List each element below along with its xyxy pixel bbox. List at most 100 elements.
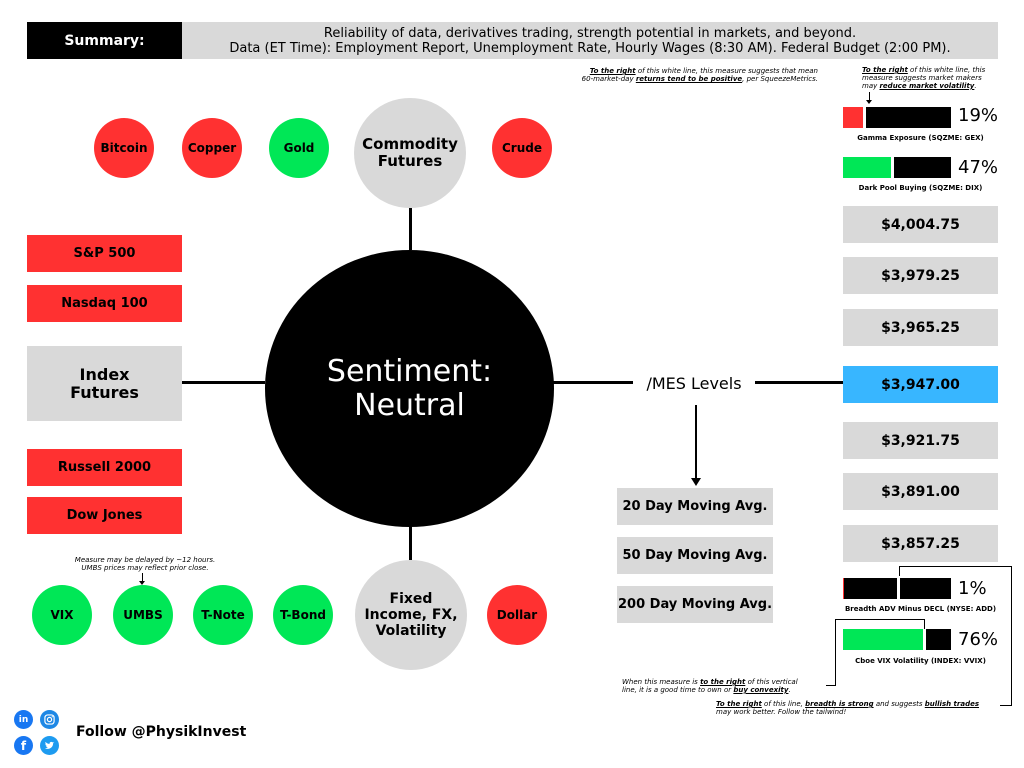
sentiment-circle: Sentiment: Neutral	[265, 250, 554, 527]
sentiment-value: Neutral	[354, 387, 465, 423]
ma-50-box: 50 Day Moving Avg.	[617, 537, 773, 574]
umbs-arrow-head-icon	[139, 581, 145, 585]
connector-mes-to-level	[755, 381, 843, 384]
crude-circle: Crude	[492, 118, 552, 178]
umbs-arrow-line	[142, 573, 143, 583]
add-gauge-fill	[843, 578, 845, 599]
add-gauge-track	[843, 578, 951, 599]
russell2000-box: Russell 2000	[27, 449, 182, 486]
facebook-icon[interactable]: f	[14, 736, 33, 755]
commodity-hub-line-1: Commodity	[362, 135, 458, 153]
gold-circle: Gold	[269, 118, 329, 178]
gex-note: To the right of this white line, this me…	[862, 66, 1002, 90]
gex-gauge-fill	[843, 107, 864, 128]
umbs-circle: UMBS	[113, 585, 173, 645]
fixed-hub-line-2: Income, FX,	[364, 607, 458, 623]
ma-200-box: 200 Day Moving Avg.	[617, 586, 773, 623]
commodity-hub: Commodity Futures	[354, 98, 466, 208]
connector-bottom	[409, 526, 412, 560]
note-text: .	[974, 82, 977, 90]
connector-right	[553, 381, 633, 384]
note-em: to the right	[700, 678, 746, 686]
note-em: To the right	[716, 700, 762, 708]
level-box: $3,921.75	[843, 422, 998, 459]
gex-threshold-line	[863, 107, 866, 128]
nasdaq100-box: Nasdaq 100	[27, 285, 182, 322]
note-text: 60-market-day	[581, 75, 636, 83]
gex-percent: 19%	[958, 105, 999, 126]
add-bracket-stem	[899, 566, 900, 576]
sentiment-title: Sentiment:	[326, 353, 493, 389]
vvix-bracket-stem	[924, 619, 925, 629]
dix-note: To the right of this white line, this me…	[560, 67, 818, 83]
note-text: of this line,	[761, 700, 806, 708]
note-text: and suggests	[873, 700, 925, 708]
add-note: To the right of this line, breadth is st…	[716, 700, 1002, 716]
vvix-bracket-bottom	[826, 685, 836, 686]
note-text: may work better. Follow the tailwind!	[716, 708, 847, 716]
note-text: , per SqueezeMetrics.	[742, 75, 818, 83]
gex-note-arrow-line	[869, 92, 870, 102]
gex-label: Gamma Exposure (SQZME: GEX)	[857, 134, 984, 142]
dollar-circle: Dollar	[487, 585, 547, 645]
add-bracket-top	[899, 566, 1011, 567]
note-em: To the right	[862, 66, 908, 74]
vvix-gauge-fill	[843, 629, 926, 650]
umbs-note-line-1: Measure may be delayed by ~12 hours.	[74, 556, 216, 564]
level-box: $3,965.25	[843, 309, 998, 346]
dix-label: Dark Pool Buying (SQZME: DIX)	[858, 184, 983, 192]
mes-levels-label: /MES Levels	[646, 373, 742, 393]
arrow-down-head-icon	[691, 478, 701, 486]
add-label: Breadth ADV Minus DECL (NYSE: ADD)	[844, 605, 997, 613]
add-bracket-side	[1011, 566, 1012, 706]
commodity-hub-line-2: Futures	[377, 152, 443, 170]
vvix-note: When this measure is to the right of thi…	[622, 678, 827, 694]
level-box: $3,857.25	[843, 525, 998, 562]
vvix-threshold-line	[923, 629, 926, 650]
gex-note-arrow-head-icon	[866, 100, 872, 104]
note-text: of this white line, this measure suggest…	[635, 67, 818, 75]
note-text: of this white line, this	[907, 66, 986, 74]
vvix-gauge-track	[843, 629, 951, 650]
note-em: returns tend to be positive	[635, 75, 743, 83]
summary-text: Reliability of data, derivatives trading…	[182, 22, 998, 59]
add-bracket-bottom	[1000, 705, 1012, 706]
note-text: measure suggests market makers	[862, 74, 982, 82]
bitcoin-circle: Bitcoin	[94, 118, 154, 178]
add-percent: 1%	[958, 578, 987, 599]
note-em: To the right	[589, 67, 636, 75]
dix-percent: 47%	[958, 157, 999, 178]
tbond-circle: T-Bond	[273, 585, 333, 645]
umbs-note: Measure may be delayed by ~12 hours. UMB…	[55, 556, 235, 572]
fixed-hub-line-1: Fixed	[389, 591, 433, 607]
summary-line-1: Reliability of data, derivatives trading…	[323, 25, 857, 41]
fixed-income-hub: Fixed Income, FX, Volatility	[355, 560, 467, 670]
tnote-circle: T-Note	[193, 585, 253, 645]
note-text: .	[788, 686, 791, 694]
fixed-hub-line-3: Volatility	[375, 623, 447, 639]
arrow-down-line	[695, 405, 697, 480]
note-text: line, it is a good time to own or	[622, 686, 734, 694]
instagram-icon[interactable]	[40, 710, 59, 729]
note-text: of this vertical	[745, 678, 798, 686]
note-em: bullish trades	[924, 700, 979, 708]
follow-text[interactable]: Follow @PhysikInvest	[76, 724, 247, 740]
note-em: breadth is strong	[805, 700, 874, 708]
vix-circle: VIX	[32, 585, 92, 645]
summary-line-2: Data (ET Time): Employment Report, Unemp…	[229, 40, 951, 56]
linkedin-icon[interactable]: in	[14, 710, 33, 729]
twitter-icon[interactable]	[40, 736, 59, 755]
vvix-label: Cboe VIX Volatility (INDEX: VVIX)	[855, 657, 986, 665]
vvix-bracket-top	[835, 619, 925, 620]
level-box: $3,891.00	[843, 473, 998, 510]
level-box-current: $3,947.00	[843, 366, 998, 403]
index-hub-line-2: Futures	[70, 382, 139, 402]
connector-top	[409, 208, 412, 250]
vvix-bracket-side	[835, 619, 836, 685]
index-futures-hub: Index Futures	[27, 346, 182, 421]
level-box: $3,979.25	[843, 257, 998, 294]
note-text: may	[862, 82, 880, 90]
note-em: reduce market volatility	[879, 82, 975, 90]
note-em: buy convexity	[733, 686, 789, 694]
summary-label: Summary:	[27, 22, 182, 59]
